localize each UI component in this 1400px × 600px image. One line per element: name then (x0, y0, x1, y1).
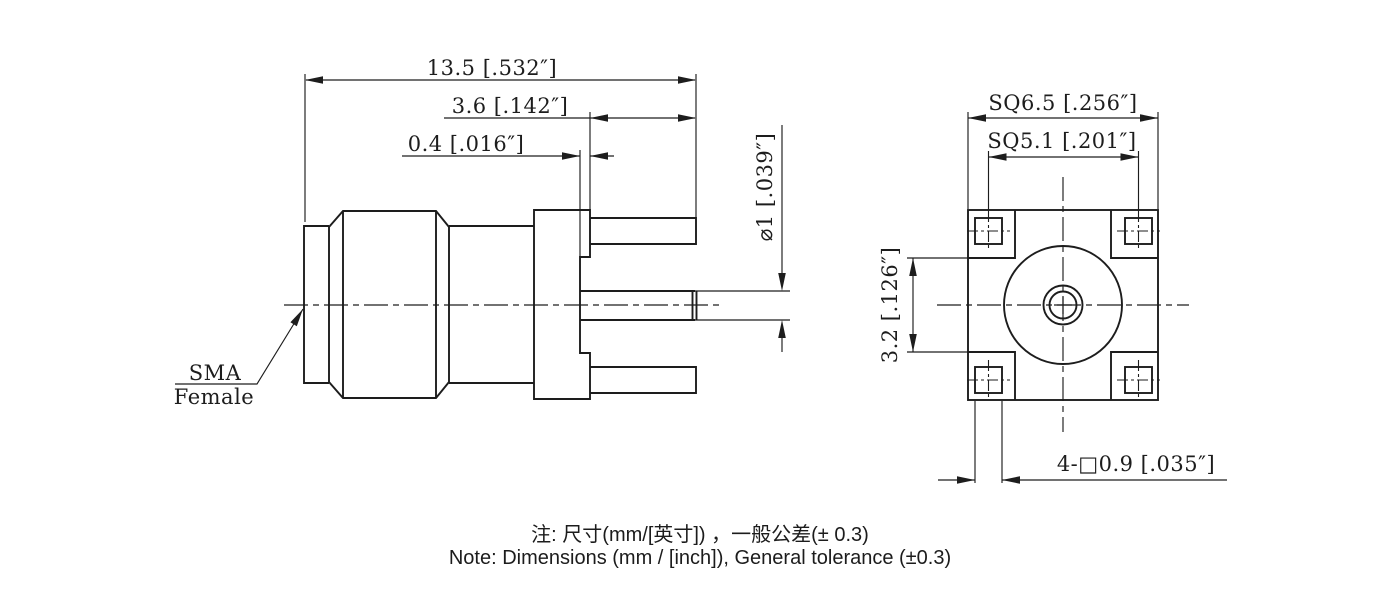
dim-slot-height-label: 3.2 [.126″] (878, 247, 902, 364)
leg-centerline-cross-bottom-right (1117, 360, 1160, 400)
dim-3-6-lines (444, 112, 695, 210)
dim-slot-height: 3.2 [.126″] (878, 247, 968, 364)
note-chinese: 注: 尺寸(mm/[英寸]) ，一般公差(± 0.3) (531, 523, 869, 546)
dim-flange-square-label: SQ6.5 [.256″] (988, 91, 1137, 115)
notes: 注: 尺寸(mm/[英寸]) ，一般公差(± 0.3) Note: Dimens… (449, 523, 951, 569)
arrowhead (968, 114, 986, 122)
dim-pin-diameter: ⌀1 [.039″] (695, 125, 790, 352)
socket-outer-circle (1042, 284, 1084, 326)
dim-flange-square: SQ6.5 [.256″] (967, 91, 1159, 209)
part-label-leader: SMA Female (174, 308, 304, 409)
top-mount-leg (590, 217, 697, 245)
arrowhead (778, 273, 786, 291)
corner-boss-top-left (968, 210, 1016, 259)
dim-0-4-lines (402, 150, 614, 257)
corner-boss-bottom-left (968, 351, 1016, 400)
arrowhead (778, 320, 786, 338)
side-view: 13.5 [.532″] 3.6 [.142″] 0.4 [.016″] ⌀1 … (174, 56, 790, 409)
barrel-body (449, 225, 534, 384)
arrowhead (909, 258, 917, 276)
arrowhead (1140, 114, 1158, 122)
dim-overall-length: 13.5 [.532″] (304, 56, 697, 222)
dim-pin-lines (695, 125, 790, 352)
leg-centerline-cross-top-right (1117, 211, 1160, 251)
part-label-line2: Female (174, 385, 254, 409)
dim-13-5-lines (304, 74, 697, 222)
arrowhead (678, 114, 696, 122)
arrowhead (988, 153, 1007, 161)
connector-side-outline (303, 209, 698, 400)
arrowhead (590, 114, 608, 122)
dim-leg-square-label: 4-□0.9 [.035″] (1057, 452, 1215, 476)
corner-boss-top-right (1110, 210, 1158, 259)
dim-leg-pitch-label: SQ5.1 [.201″] (987, 129, 1136, 153)
flange-plate-side (533, 209, 591, 400)
arrowhead (562, 152, 580, 160)
leg-centerline-cross-top-left (967, 211, 1010, 251)
dim-leg-length: 3.6 [.142″] (444, 94, 696, 210)
dim-leg-length-label: 3.6 [.142″] (452, 94, 569, 118)
leg-centerline-cross-bottom-left (967, 360, 1010, 400)
dim-step-thickness: 0.4 [.016″] (402, 132, 614, 257)
front-centerlines (937, 177, 1189, 432)
dim-leg-pitch-square: SQ5.1 [.201″] (987, 129, 1140, 211)
dim-sq51-lines (987, 151, 1140, 211)
part-label-line1: SMA (189, 361, 242, 385)
arrowhead (1120, 153, 1139, 161)
dim-pin-diameter-label: ⌀1 [.039″] (753, 133, 777, 242)
arrowhead (305, 76, 323, 84)
leader-line (175, 308, 304, 385)
arrowhead (590, 152, 608, 160)
dim-sq65-lines (967, 112, 1159, 209)
arrowhead (1002, 476, 1020, 484)
dim-leg-sq-lines (938, 401, 1227, 483)
arrowhead (678, 76, 696, 84)
arrowhead (957, 476, 975, 484)
leader-arrowhead (290, 309, 303, 327)
dim-leg-square: 4-□0.9 [.035″] (938, 401, 1227, 484)
corner-boss-bottom-right (1110, 351, 1158, 400)
bottom-mount-leg (590, 366, 697, 394)
front-view: SQ6.5 [.256″] SQ5.1 [.201″] 3.2 [.126″] … (878, 91, 1227, 484)
note-english: Note: Dimensions (mm / [inch]), General … (449, 547, 951, 569)
arrowhead (909, 334, 917, 352)
dim-step-label: 0.4 [.016″] (408, 132, 525, 156)
dim-overall-length-label: 13.5 [.532″] (427, 56, 557, 80)
center-pin (580, 290, 698, 321)
